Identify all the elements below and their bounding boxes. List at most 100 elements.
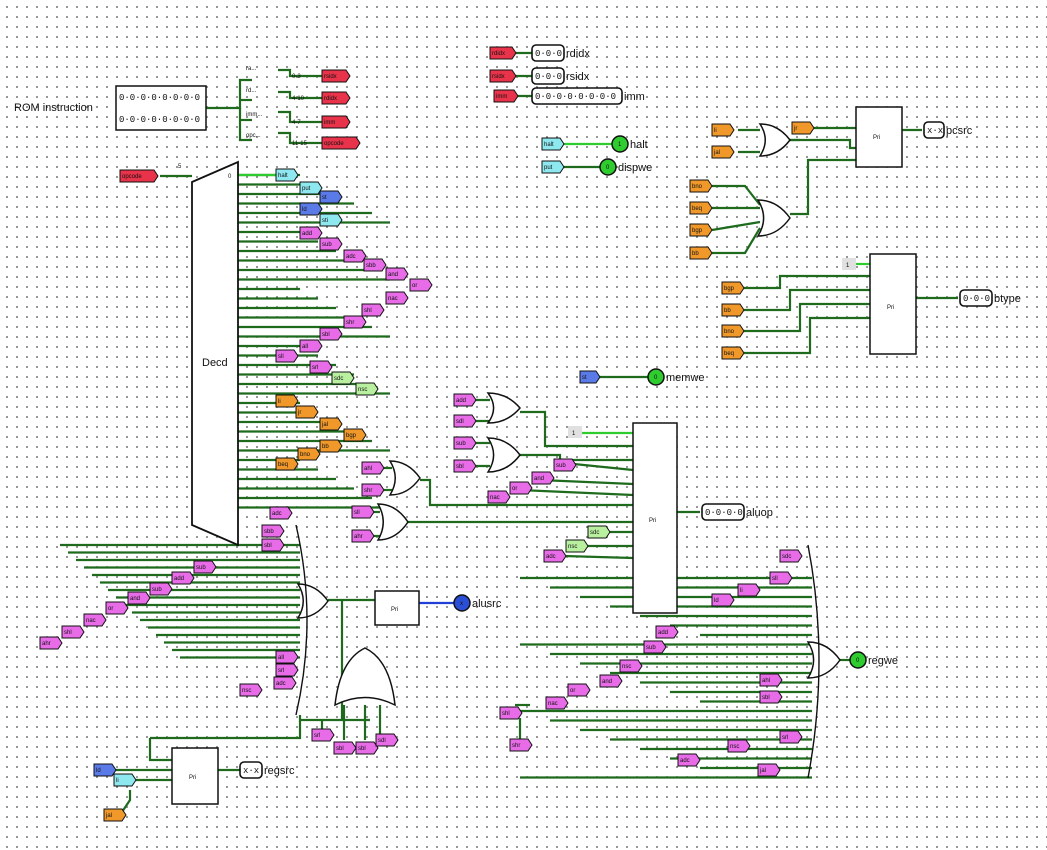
- tunnel-all[interactable]: all: [275, 650, 299, 664]
- tunnel-add[interactable]: add: [299, 226, 323, 240]
- tunnel-sdl[interactable]: sdl: [453, 414, 477, 428]
- tunnel-adc[interactable]: adc: [677, 753, 701, 767]
- tunnel-li[interactable]: li: [711, 123, 735, 137]
- tunnel-shl[interactable]: shl: [361, 303, 385, 317]
- btype-priority-encoder[interactable]: Pri: [869, 253, 917, 355]
- tunnel-sub[interactable]: sub: [193, 560, 217, 574]
- tunnel-put[interactable]: put: [541, 160, 565, 174]
- sub-sbl-or-gate[interactable]: [486, 437, 521, 473]
- tunnel-sbl[interactable]: sbl: [333, 741, 357, 755]
- tunnel-nsc[interactable]: nsc: [239, 683, 263, 697]
- tunnel-opcode[interactable]: opcode: [119, 169, 159, 183]
- tunnel-srl[interactable]: srl: [779, 730, 803, 744]
- tunnel-nac[interactable]: nac: [83, 613, 107, 627]
- tunnel-nsc[interactable]: nsc: [355, 382, 379, 396]
- ahl-shr-or-gate[interactable]: [388, 460, 421, 496]
- tunnel-or[interactable]: or: [567, 683, 591, 697]
- tunnel-srl[interactable]: srl: [311, 728, 335, 742]
- tunnel-adc[interactable]: adc: [543, 549, 567, 563]
- tunnel-rdidx[interactable]: rdidx: [321, 91, 351, 105]
- tunnel-sub[interactable]: sub: [453, 436, 477, 450]
- tunnel-jal[interactable]: jal: [711, 145, 735, 159]
- sll-ahr-or-gate[interactable]: [376, 503, 409, 541]
- tunnel-shr[interactable]: shr: [509, 738, 533, 752]
- tunnel-ahl[interactable]: ahl: [361, 461, 385, 475]
- alusrc-and-gate[interactable]: [334, 647, 396, 707]
- tunnel-sbl[interactable]: sbl: [759, 690, 783, 704]
- tunnel-sbl[interactable]: sbl: [355, 741, 379, 755]
- tunnel-shl[interactable]: shl: [61, 625, 85, 639]
- tunnel-and[interactable]: and: [127, 591, 151, 605]
- tunnel-sll[interactable]: sll: [351, 505, 375, 519]
- alusrc-priority-encoder[interactable]: Pri: [374, 590, 420, 626]
- tunnel-sbb[interactable]: sbb: [363, 258, 387, 272]
- tunnel-nsc[interactable]: nsc: [727, 739, 751, 753]
- tunnel-ld[interactable]: ld: [299, 202, 323, 216]
- tunnel-adc[interactable]: adc: [269, 506, 293, 520]
- tunnel-ahr[interactable]: ahr: [351, 529, 375, 543]
- add-sdl-or-gate[interactable]: [486, 392, 521, 424]
- tunnel-rsidx[interactable]: rsidx: [321, 69, 351, 83]
- tunnel-shr[interactable]: shr: [343, 315, 367, 329]
- tunnel-bno[interactable]: bno: [689, 179, 713, 193]
- tunnel-rdidx[interactable]: rdidx: [489, 46, 517, 60]
- aluop-priority-encoder[interactable]: Pri: [632, 422, 678, 614]
- branch-or-gate[interactable]: [756, 199, 791, 237]
- tunnel-sll[interactable]: sll: [769, 571, 793, 585]
- tunnel-imm[interactable]: imm: [493, 89, 519, 103]
- tunnel-or[interactable]: or: [509, 481, 533, 495]
- tunnel-add[interactable]: add: [453, 393, 477, 407]
- tunnel-add[interactable]: add: [171, 571, 195, 585]
- tunnel-or[interactable]: or: [105, 601, 129, 615]
- tunnel-jal[interactable]: jal: [319, 417, 343, 431]
- tunnel-and[interactable]: and: [531, 471, 555, 485]
- tunnel-bgp[interactable]: bgp: [343, 428, 367, 442]
- tunnel-sbl[interactable]: sbl: [261, 538, 285, 552]
- tunnel-sll[interactable]: sll: [275, 349, 299, 363]
- tunnel-bb[interactable]: bb: [689, 246, 713, 260]
- tunnel-li[interactable]: li: [737, 583, 761, 597]
- tunnel-add[interactable]: add: [655, 625, 679, 639]
- tunnel-opcode[interactable]: opcode: [321, 136, 361, 150]
- tunnel-sbb[interactable]: sbb: [261, 524, 285, 538]
- alusrc-or-gate[interactable]: [296, 583, 329, 619]
- tunnel-ahl[interactable]: ahl: [759, 673, 783, 687]
- tunnel-adc[interactable]: adc: [343, 249, 367, 263]
- tunnel-jal[interactable]: jal: [103, 808, 127, 822]
- tunnel-jr[interactable]: jr: [791, 121, 815, 135]
- tunnel-beq[interactable]: beq: [721, 346, 745, 360]
- tunnel-st[interactable]: st: [319, 190, 343, 204]
- tunnel-srl[interactable]: srl: [309, 360, 333, 374]
- tunnel-li[interactable]: li: [113, 773, 137, 787]
- tunnel-imm[interactable]: imm: [321, 115, 351, 129]
- tunnel-ld[interactable]: ld: [93, 763, 117, 777]
- tunnel-bno[interactable]: bno: [297, 447, 321, 461]
- tunnel-all[interactable]: all: [299, 339, 323, 353]
- tunnel-and[interactable]: and: [385, 267, 409, 281]
- tunnel-sdl[interactable]: sdl: [375, 733, 399, 747]
- tunnel-jr[interactable]: jr: [295, 405, 319, 419]
- tunnel-or[interactable]: or: [409, 278, 433, 292]
- tunnel-shl[interactable]: shl: [499, 706, 523, 720]
- tunnel-adc[interactable]: adc: [273, 676, 297, 690]
- tunnel-nac[interactable]: nac: [385, 291, 409, 305]
- tunnel-nac[interactable]: nac: [545, 696, 569, 710]
- tunnel-sub[interactable]: sub: [149, 582, 173, 596]
- tunnel-ahr[interactable]: ahr: [39, 636, 63, 650]
- tunnel-ld[interactable]: ld: [711, 593, 735, 607]
- tunnel-rsidx[interactable]: rsidx: [489, 69, 517, 83]
- pcsrc-priority-encoder[interactable]: Pri: [855, 106, 903, 168]
- tunnel-bb[interactable]: bb: [319, 439, 343, 453]
- tunnel-shr[interactable]: shr: [361, 483, 385, 497]
- tunnel-sdc[interactable]: sdc: [779, 549, 803, 563]
- tunnel-nsc[interactable]: nsc: [565, 539, 589, 553]
- tunnel-nsc[interactable]: nsc: [619, 659, 643, 673]
- tunnel-sbl[interactable]: sbl: [453, 459, 477, 473]
- tunnel-jal[interactable]: jal: [757, 763, 781, 777]
- tunnel-st[interactable]: st: [579, 370, 601, 384]
- tunnel-sbl[interactable]: sbl: [319, 327, 343, 341]
- tunnel-bb[interactable]: bb: [721, 303, 745, 317]
- opcode-decoder[interactable]: Decd 0 5: [178, 160, 239, 547]
- tunnel-bgp[interactable]: bgp: [721, 281, 745, 295]
